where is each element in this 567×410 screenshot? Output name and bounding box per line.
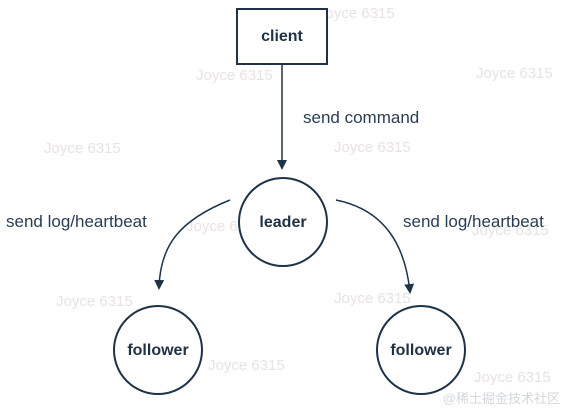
client-box xyxy=(236,8,328,65)
watermark-text: Joyce 6315 xyxy=(476,65,553,82)
watermark-text: Joyce 6315 xyxy=(196,67,273,84)
follower-left-circle xyxy=(113,305,203,395)
watermark-text: Joyce 6315 xyxy=(44,140,121,157)
watermark-text: Joyce 6315 xyxy=(56,293,133,310)
leader-node: leader xyxy=(238,177,328,267)
watermark-layer: Joyce 6315 Joyce 6315 Joyce 6315 Joyce 6… xyxy=(44,5,553,386)
watermark-text: Joyce 6315 xyxy=(474,369,551,386)
follower-right-circle xyxy=(376,305,466,395)
client-node: client xyxy=(236,8,328,65)
send-log-heartbeat-left-label: send log/heartbeat xyxy=(6,212,147,231)
site-credit-text: @稀土掘金技术社区 xyxy=(443,391,560,406)
watermark-text: Joyce 6315 xyxy=(318,5,395,22)
watermark-text: Joyce 6315 xyxy=(472,222,549,239)
watermark-text: Joyce 6315 xyxy=(334,290,411,307)
send-log-heartbeat-right-label: send log/heartbeat xyxy=(403,212,544,231)
leader-label: leader xyxy=(259,214,306,231)
follower-left-node: follower xyxy=(113,305,203,395)
client-label: client xyxy=(261,28,303,45)
follower-right-label: follower xyxy=(390,342,451,359)
follower-left-label: follower xyxy=(127,342,188,359)
send-command-label: send command xyxy=(303,108,419,127)
follower-right-node: follower xyxy=(376,305,466,395)
watermark-text: Joyce 6315 xyxy=(334,139,411,156)
leader-circle xyxy=(238,177,328,267)
leader-to-right-follower-arrow xyxy=(335,199,415,294)
leader-to-left-follower-arrow xyxy=(154,199,231,290)
watermark-text: Joyce 6315 xyxy=(208,357,285,374)
